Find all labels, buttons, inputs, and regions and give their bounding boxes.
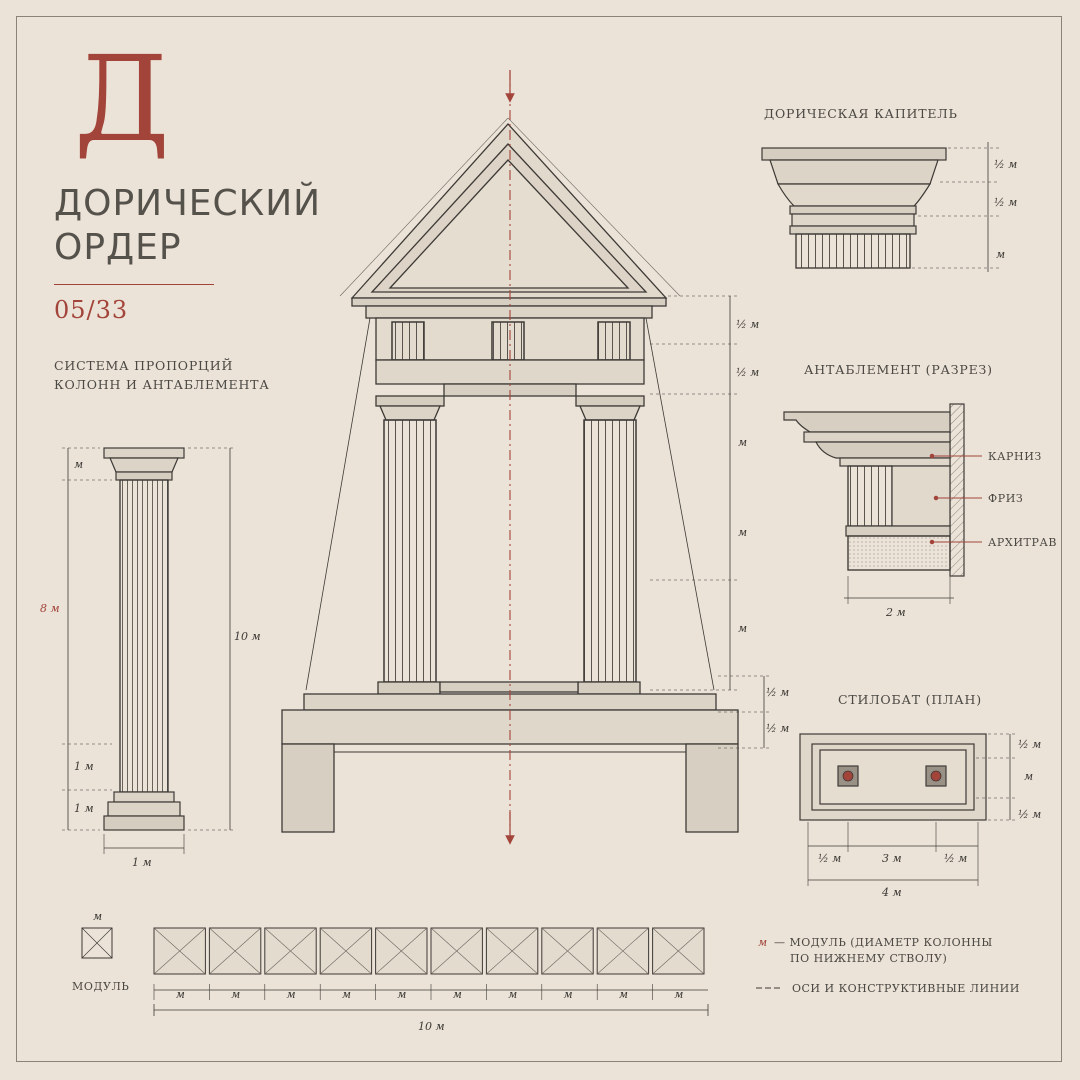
temple-dim-7: ½ м bbox=[766, 722, 789, 735]
scale-cell: м bbox=[264, 927, 317, 1001]
label-architrave: АРХИТРАВ bbox=[988, 536, 1057, 549]
plan-dim-row-1: ½ м bbox=[1018, 738, 1041, 751]
legend-module-line-2: ПО НИЖНЕМУ СТВОЛУ) bbox=[790, 952, 947, 965]
dim-shaft: 8 м bbox=[40, 602, 60, 615]
scale-cell: м bbox=[541, 927, 594, 1001]
dim-base-2: 1 м bbox=[74, 802, 94, 815]
sheet-border bbox=[16, 16, 1062, 1062]
dim-column-width: 1 м bbox=[132, 856, 152, 869]
page-subtitle: СИСТЕМА ПРОПОРЦИЙ КОЛОНН И АНТАБЛЕМЕНТА bbox=[54, 356, 270, 394]
module-label: МОДУЛЬ bbox=[72, 980, 129, 993]
capital-dim-1: ½ м bbox=[994, 158, 1017, 171]
drop-initial: Д bbox=[74, 30, 170, 168]
stylobate-plan bbox=[799, 733, 1016, 886]
plan-dim-bottom-1: ½ м bbox=[818, 852, 841, 865]
scale-cell: м bbox=[652, 927, 705, 1001]
scale-cell-label: м bbox=[453, 988, 462, 1001]
label-frieze: ФРИЗ bbox=[988, 492, 1023, 505]
plan-dim-row-2: м bbox=[1024, 770, 1033, 783]
capital-dim-2: ½ м bbox=[994, 196, 1017, 209]
plan-dim-total: 4 м bbox=[881, 886, 902, 899]
stylobate-panel-title: СТИЛОБАТ (ПЛАН) bbox=[838, 692, 982, 707]
module-swatch bbox=[81, 927, 113, 959]
scale-cell: м bbox=[596, 927, 650, 1001]
plan-dim-bottom-2: 3 м bbox=[882, 852, 902, 865]
scale-cell-label: м bbox=[508, 988, 517, 1001]
legend-m-symbol: м bbox=[758, 936, 767, 949]
temple-dim-1: ½ м bbox=[736, 318, 759, 331]
capital-dim-3: м bbox=[996, 248, 1005, 261]
scale-cell-label: м bbox=[619, 988, 628, 1001]
label-cornice: КАРНИЗ bbox=[988, 450, 1042, 463]
scale-cell: м bbox=[208, 927, 262, 1001]
subtitle-line-2: КОЛОНН И АНТАБЛЕМЕНТА bbox=[54, 377, 270, 392]
entablature-section bbox=[783, 403, 965, 604]
scale-cell-label: м bbox=[176, 988, 185, 1001]
legend-module-line-1: — МОДУЛЬ (ДИАМЕТР КОЛОННЫ bbox=[774, 936, 993, 949]
title-line-1: ДОРИЧЕСКИЙ bbox=[54, 183, 322, 224]
entablature-panel-title: АНТАБЛЕМЕНТ (РАЗРЕЗ) bbox=[804, 362, 993, 377]
scale-cell-label: м bbox=[564, 988, 573, 1001]
entablature-leaders bbox=[929, 453, 982, 545]
scale-cell: м bbox=[319, 927, 373, 1001]
subtitle-line-1: СИСТЕМА ПРОПОРЦИЙ bbox=[54, 358, 234, 373]
capital-detail bbox=[761, 142, 1000, 272]
scale-total-dim bbox=[153, 1004, 709, 1016]
module-top-label: м bbox=[93, 910, 102, 923]
scale-cell-label: м bbox=[674, 988, 683, 1001]
temple-dim-4: м bbox=[738, 526, 747, 539]
temple-dimension-chain bbox=[650, 295, 770, 749]
entablature-width: 2 м bbox=[885, 606, 906, 619]
temple-dim-2: ½ м bbox=[736, 366, 759, 379]
title-line-2: ОРДЕР bbox=[54, 227, 182, 268]
legend-axes-label: ОСИ И КОНСТРУКТИВНЫЕ ЛИНИИ bbox=[792, 982, 1020, 995]
dim-base-1: 1 м bbox=[74, 760, 94, 773]
dim-column-total: 10 м bbox=[234, 630, 261, 643]
temple-dim-5: м bbox=[738, 622, 747, 635]
capital-panel-title: ДОРИЧЕСКАЯ КАПИТЕЛЬ bbox=[764, 106, 958, 121]
title-divider bbox=[54, 284, 214, 285]
scale-cell: м bbox=[375, 927, 428, 1001]
scale-cell: м bbox=[153, 927, 206, 1001]
scale-total: 10 м bbox=[418, 1020, 445, 1033]
page-number: 05/33 bbox=[54, 296, 129, 324]
scale-cell-label: м bbox=[397, 988, 406, 1001]
plan-dim-bottom-3: ½ м bbox=[944, 852, 967, 865]
plan-dim-row-3: ½ м bbox=[1018, 808, 1041, 821]
scale-cell-label: м bbox=[342, 988, 351, 1001]
scale-cell: м bbox=[485, 927, 539, 1001]
temple-dim-3: м bbox=[738, 436, 747, 449]
scale-cell-label: м bbox=[231, 988, 240, 1001]
column-elevation bbox=[62, 447, 236, 854]
scale-cell: м bbox=[430, 927, 483, 1001]
page-title: ДОРИЧЕСКИЙ ОРДЕР bbox=[54, 182, 321, 270]
scale-cell-label: м bbox=[287, 988, 296, 1001]
temple-dim-6: ½ м bbox=[766, 686, 789, 699]
dim-capital: м bbox=[74, 458, 83, 471]
